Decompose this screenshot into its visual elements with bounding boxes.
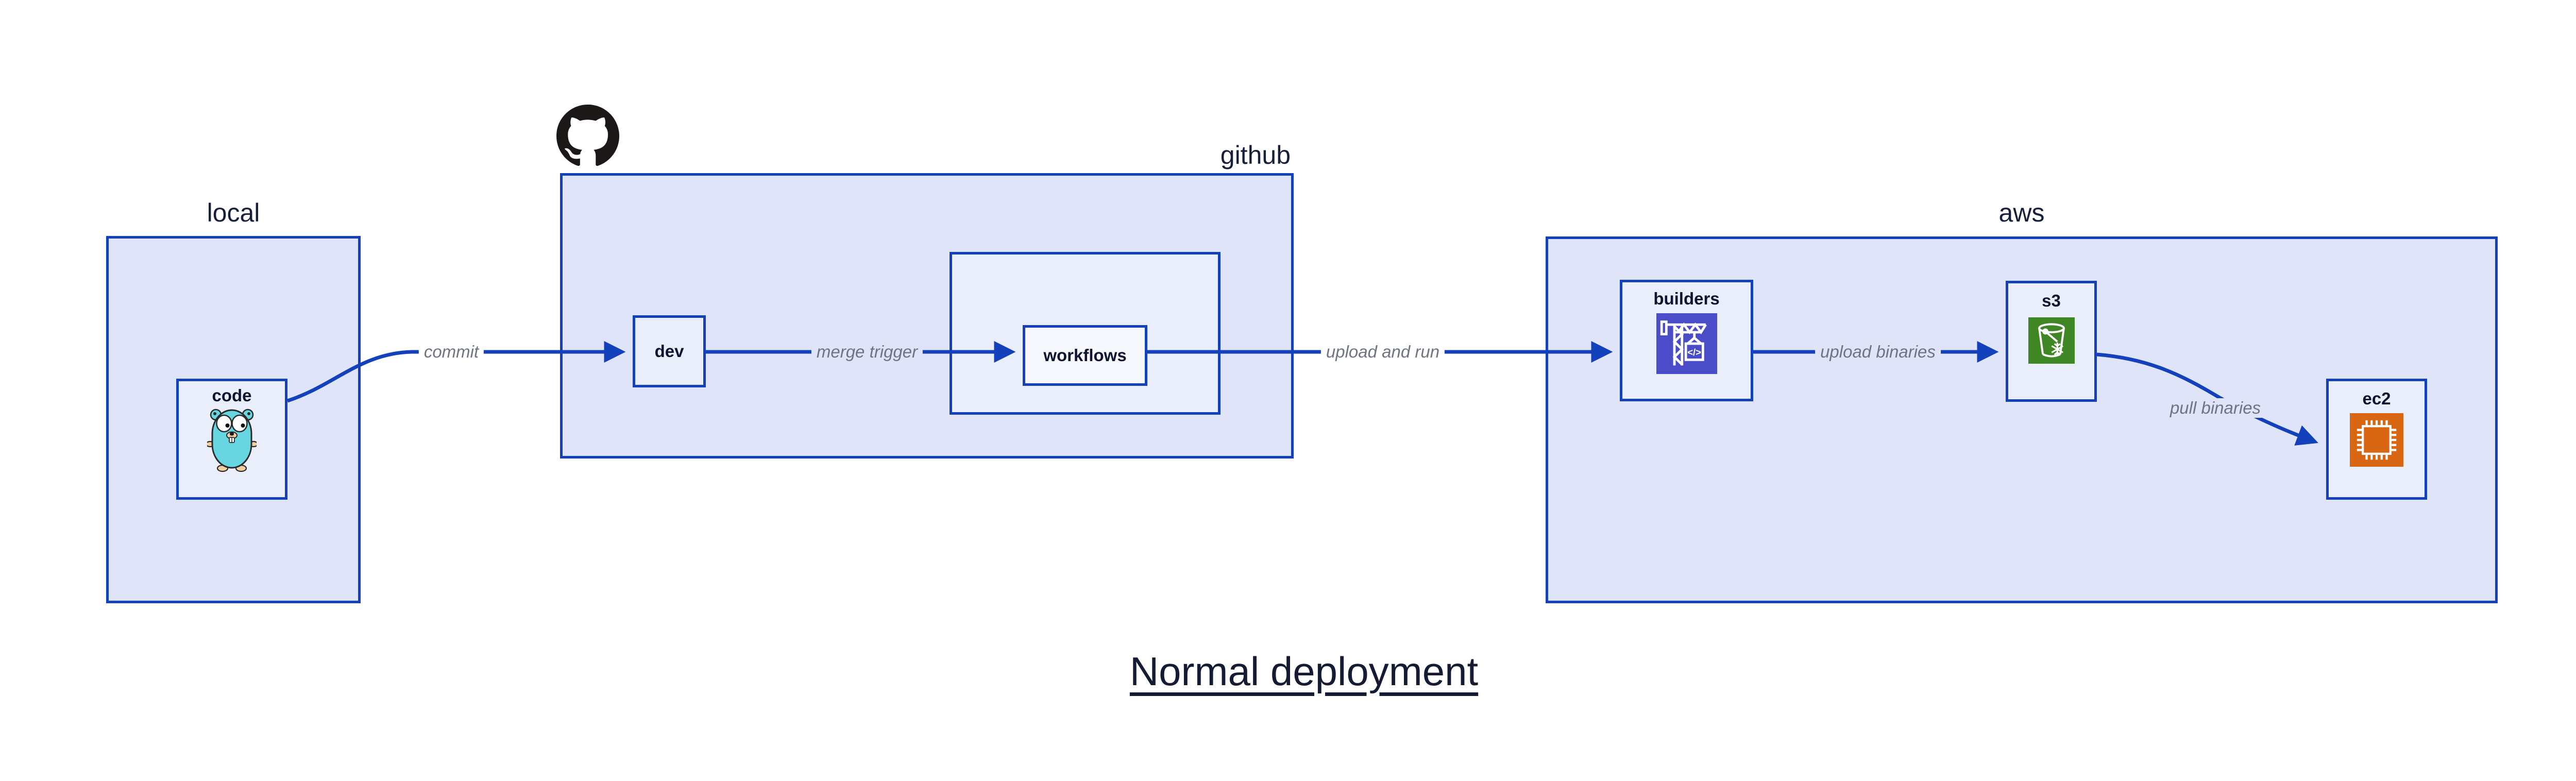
ec2-label: ec2 xyxy=(2362,389,2391,408)
node-builders: builders </> xyxy=(1620,280,1753,401)
merge-trigger-arrow-label: merge trigger xyxy=(811,342,923,362)
node-code: code xyxy=(176,379,287,500)
node-s3: s3 xyxy=(2006,281,2097,402)
diagram-title: Normal deployment xyxy=(1129,649,1479,694)
builders-label: builders xyxy=(1653,289,1720,308)
node-ec2: ec2 xyxy=(2326,379,2427,500)
commit-arrow-label: commit xyxy=(418,342,484,362)
aws-s3-glacier-bucket-icon xyxy=(2028,317,2075,364)
upload-and-run-arrow-label: upload and run xyxy=(1320,342,1445,362)
aws-codebuild-icon: </> xyxy=(1656,313,1717,374)
svg-text:</>: </> xyxy=(1687,347,1701,358)
node-dev: dev xyxy=(633,315,706,387)
github-octocat-icon xyxy=(556,105,619,166)
upload-binaries-arrow-label: upload binaries xyxy=(1815,342,1941,362)
aws-heading: aws xyxy=(1998,198,2045,227)
github-heading: github xyxy=(1220,141,1291,169)
go-gopher-icon xyxy=(207,409,257,472)
node-workflows: workflows xyxy=(1023,325,1147,386)
dev-label: dev xyxy=(654,342,684,361)
local-heading: local xyxy=(207,198,260,227)
aws-ec2-chip-icon xyxy=(2350,413,2403,467)
pull-binaries-arrow-label: pull binaries xyxy=(2164,398,2266,418)
s3-label: s3 xyxy=(2042,291,2061,310)
workflows-label: workflows xyxy=(1043,346,1127,365)
code-label: code xyxy=(212,386,252,405)
